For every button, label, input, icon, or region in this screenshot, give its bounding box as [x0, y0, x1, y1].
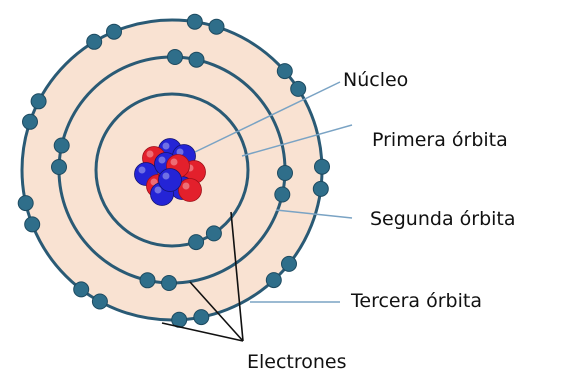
particle-highlight: [182, 182, 190, 190]
third-orbit-electron: [281, 255, 297, 272]
second-orbit-electron: [53, 137, 70, 154]
third-orbit-electron: [208, 18, 225, 35]
first-orbit-electron: [205, 225, 222, 242]
second-orbit-electron: [161, 275, 177, 291]
third-orbit-electron: [17, 195, 34, 212]
third-orbit-electron: [22, 113, 38, 130]
second-orbit-leader-line: [275, 209, 353, 219]
electron-pointer-lines: [161, 211, 244, 342]
label-leader-lines: [194, 81, 353, 303]
third-orbit-electron: [186, 13, 203, 30]
electron-pointer-3: [161, 322, 244, 342]
first-orbit-label: Primera órbita: [372, 129, 508, 151]
particle-highlight: [162, 172, 170, 180]
first-orbit-electron: [188, 234, 205, 251]
particle-highlight: [162, 142, 170, 150]
first-orbit-leader-line: [241, 124, 353, 157]
third-orbit-electron: [312, 180, 329, 197]
electrons-label: Electrones: [247, 351, 347, 373]
particle-highlight: [146, 150, 154, 158]
second-orbit-label: Segunda órbita: [370, 208, 516, 230]
particle-highlight: [150, 178, 158, 186]
particle-highlight: [138, 166, 146, 174]
neutron: [158, 168, 182, 192]
nucleus: [134, 138, 206, 206]
second-orbit-electron: [188, 51, 205, 68]
third-orbit-electron: [314, 158, 330, 175]
third-orbit-electron: [30, 93, 47, 110]
particle-highlight: [154, 186, 162, 194]
nucleus-label: Núcleo: [343, 69, 408, 91]
first-orbit-ring: [94, 92, 250, 248]
particle-highlight: [158, 156, 166, 164]
third-orbit-electron: [290, 80, 307, 97]
third-orbit-electron: [276, 63, 293, 80]
third-orbit-label: Tercera órbita: [350, 290, 482, 312]
proton: [178, 178, 202, 202]
electrons-group: [17, 13, 330, 328]
third-orbit-electron: [193, 309, 210, 326]
third-orbit-electron: [106, 23, 122, 40]
second-orbit-electron: [139, 272, 156, 289]
second-orbit-electron: [274, 186, 291, 203]
nucleus-leader-line: [194, 81, 341, 153]
second-orbit-electron: [277, 165, 293, 181]
third-orbit-electron: [24, 216, 41, 233]
electron-pointer-2: [230, 211, 244, 342]
second-orbit-electron: [51, 159, 67, 175]
third-orbit-electron: [265, 272, 282, 289]
third-orbit-electron: [91, 293, 108, 310]
second-orbit-electron: [167, 49, 183, 65]
third-orbit-electron: [86, 33, 103, 50]
particle-highlight: [170, 158, 178, 166]
particle-highlight: [176, 148, 184, 156]
third-orbit-electron: [73, 281, 90, 298]
electron-pointer-1: [189, 281, 244, 342]
